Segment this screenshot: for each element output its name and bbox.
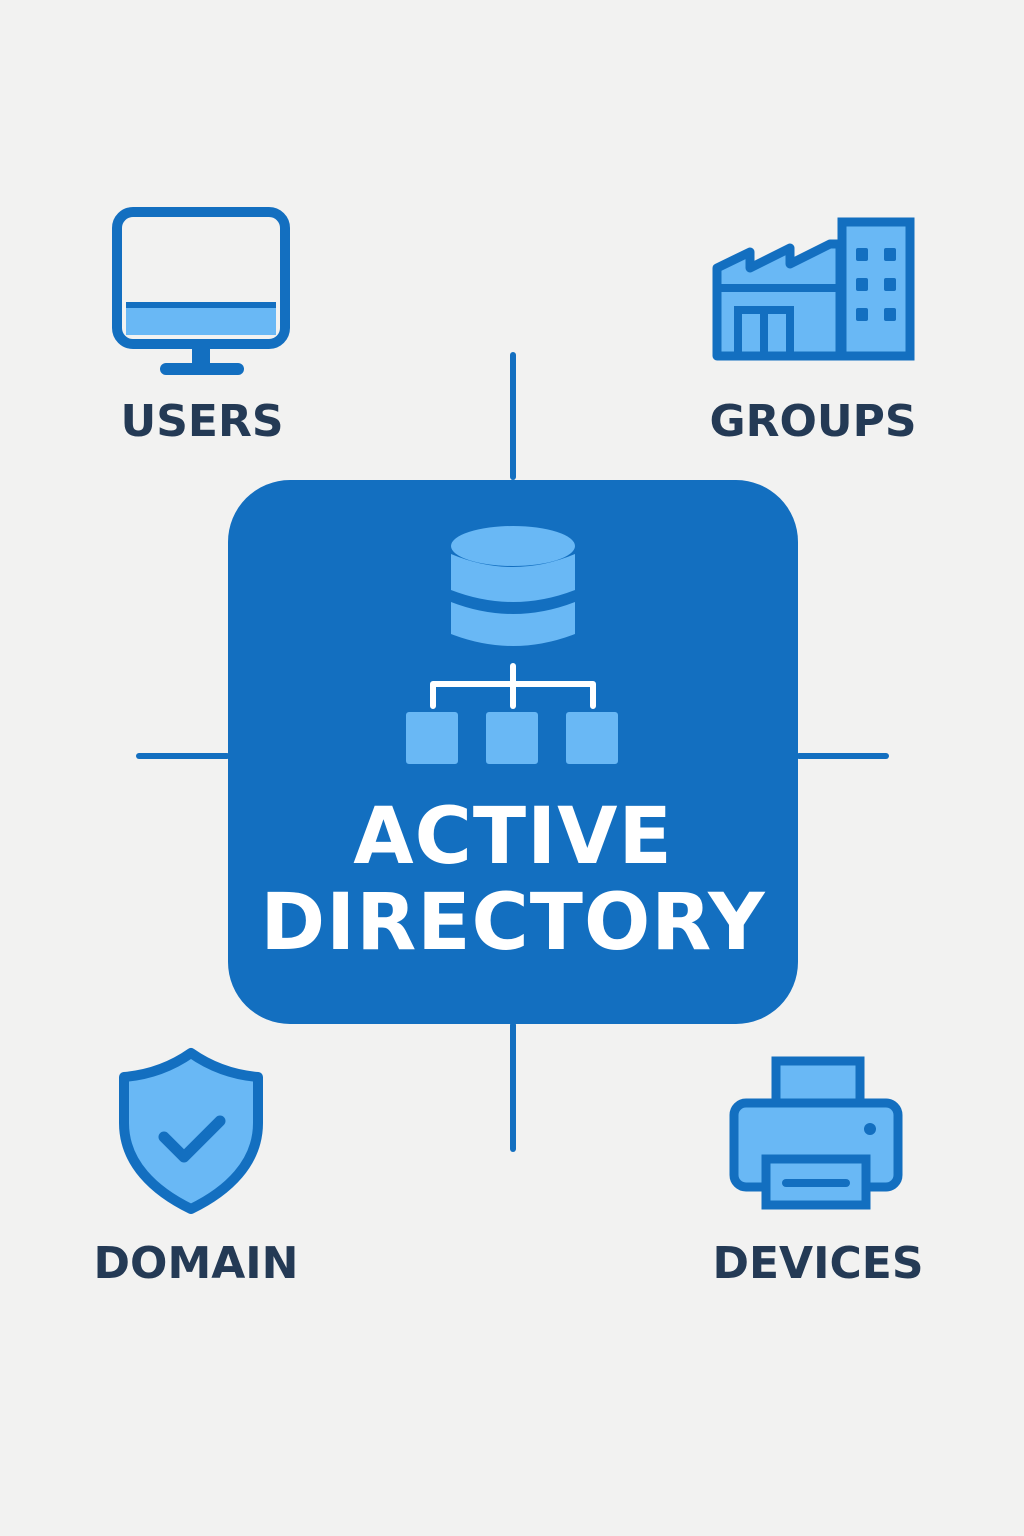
factory-building-icon <box>712 217 915 361</box>
hub-title-line1: ACTIVE <box>353 792 673 882</box>
connector-left <box>136 753 230 759</box>
shield-check-icon <box>119 1048 263 1214</box>
domain-label: DOMAIN <box>93 1238 299 1289</box>
connector-top <box>510 352 516 480</box>
users-label: USERS <box>120 396 284 447</box>
connector-right <box>796 753 889 759</box>
groups-label: GROUPS <box>709 396 917 447</box>
printer-icon <box>729 1056 903 1210</box>
connector-bottom <box>510 1022 516 1152</box>
active-directory-hub: ACTIVE DIRECTORY <box>228 480 798 1024</box>
devices-label: DEVICES <box>712 1238 924 1289</box>
hub-title-line2: DIRECTORY <box>260 878 766 968</box>
monitor-icon <box>112 207 290 375</box>
database-hierarchy-icon <box>406 526 618 764</box>
hub-title: ACTIVE DIRECTORY <box>228 794 798 966</box>
